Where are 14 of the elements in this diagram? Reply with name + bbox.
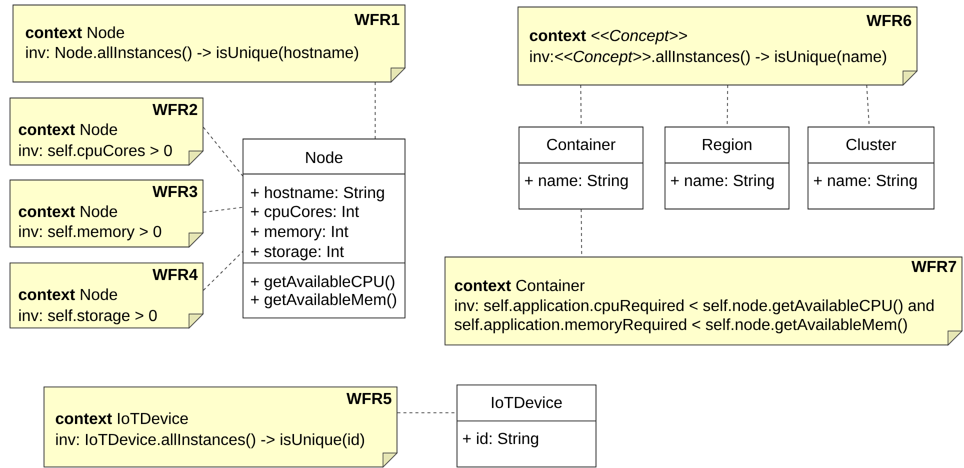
dashed-connector (203, 250, 244, 291)
class-box: Cluster + name: String (808, 126, 934, 210)
class-box: IoTDevice + id: String (456, 384, 596, 468)
class-box: Container + name: String (518, 126, 644, 210)
dashed-connector (397, 412, 458, 414)
class-box: Region + name: String (664, 126, 790, 210)
dashed-connector (580, 208, 582, 257)
dashed-connector (203, 206, 244, 213)
class-box: Node + hostname: String + cpuCores: Int + memory: Int + storage: Int + getAvailableCPU() + getAvailableMem() (242, 138, 406, 318)
dashed-connector (726, 84, 728, 127)
dashed-connector (203, 126, 244, 177)
dashed-connector (866, 84, 870, 127)
dashed-connector (580, 84, 582, 127)
dashed-connector (374, 82, 376, 139)
